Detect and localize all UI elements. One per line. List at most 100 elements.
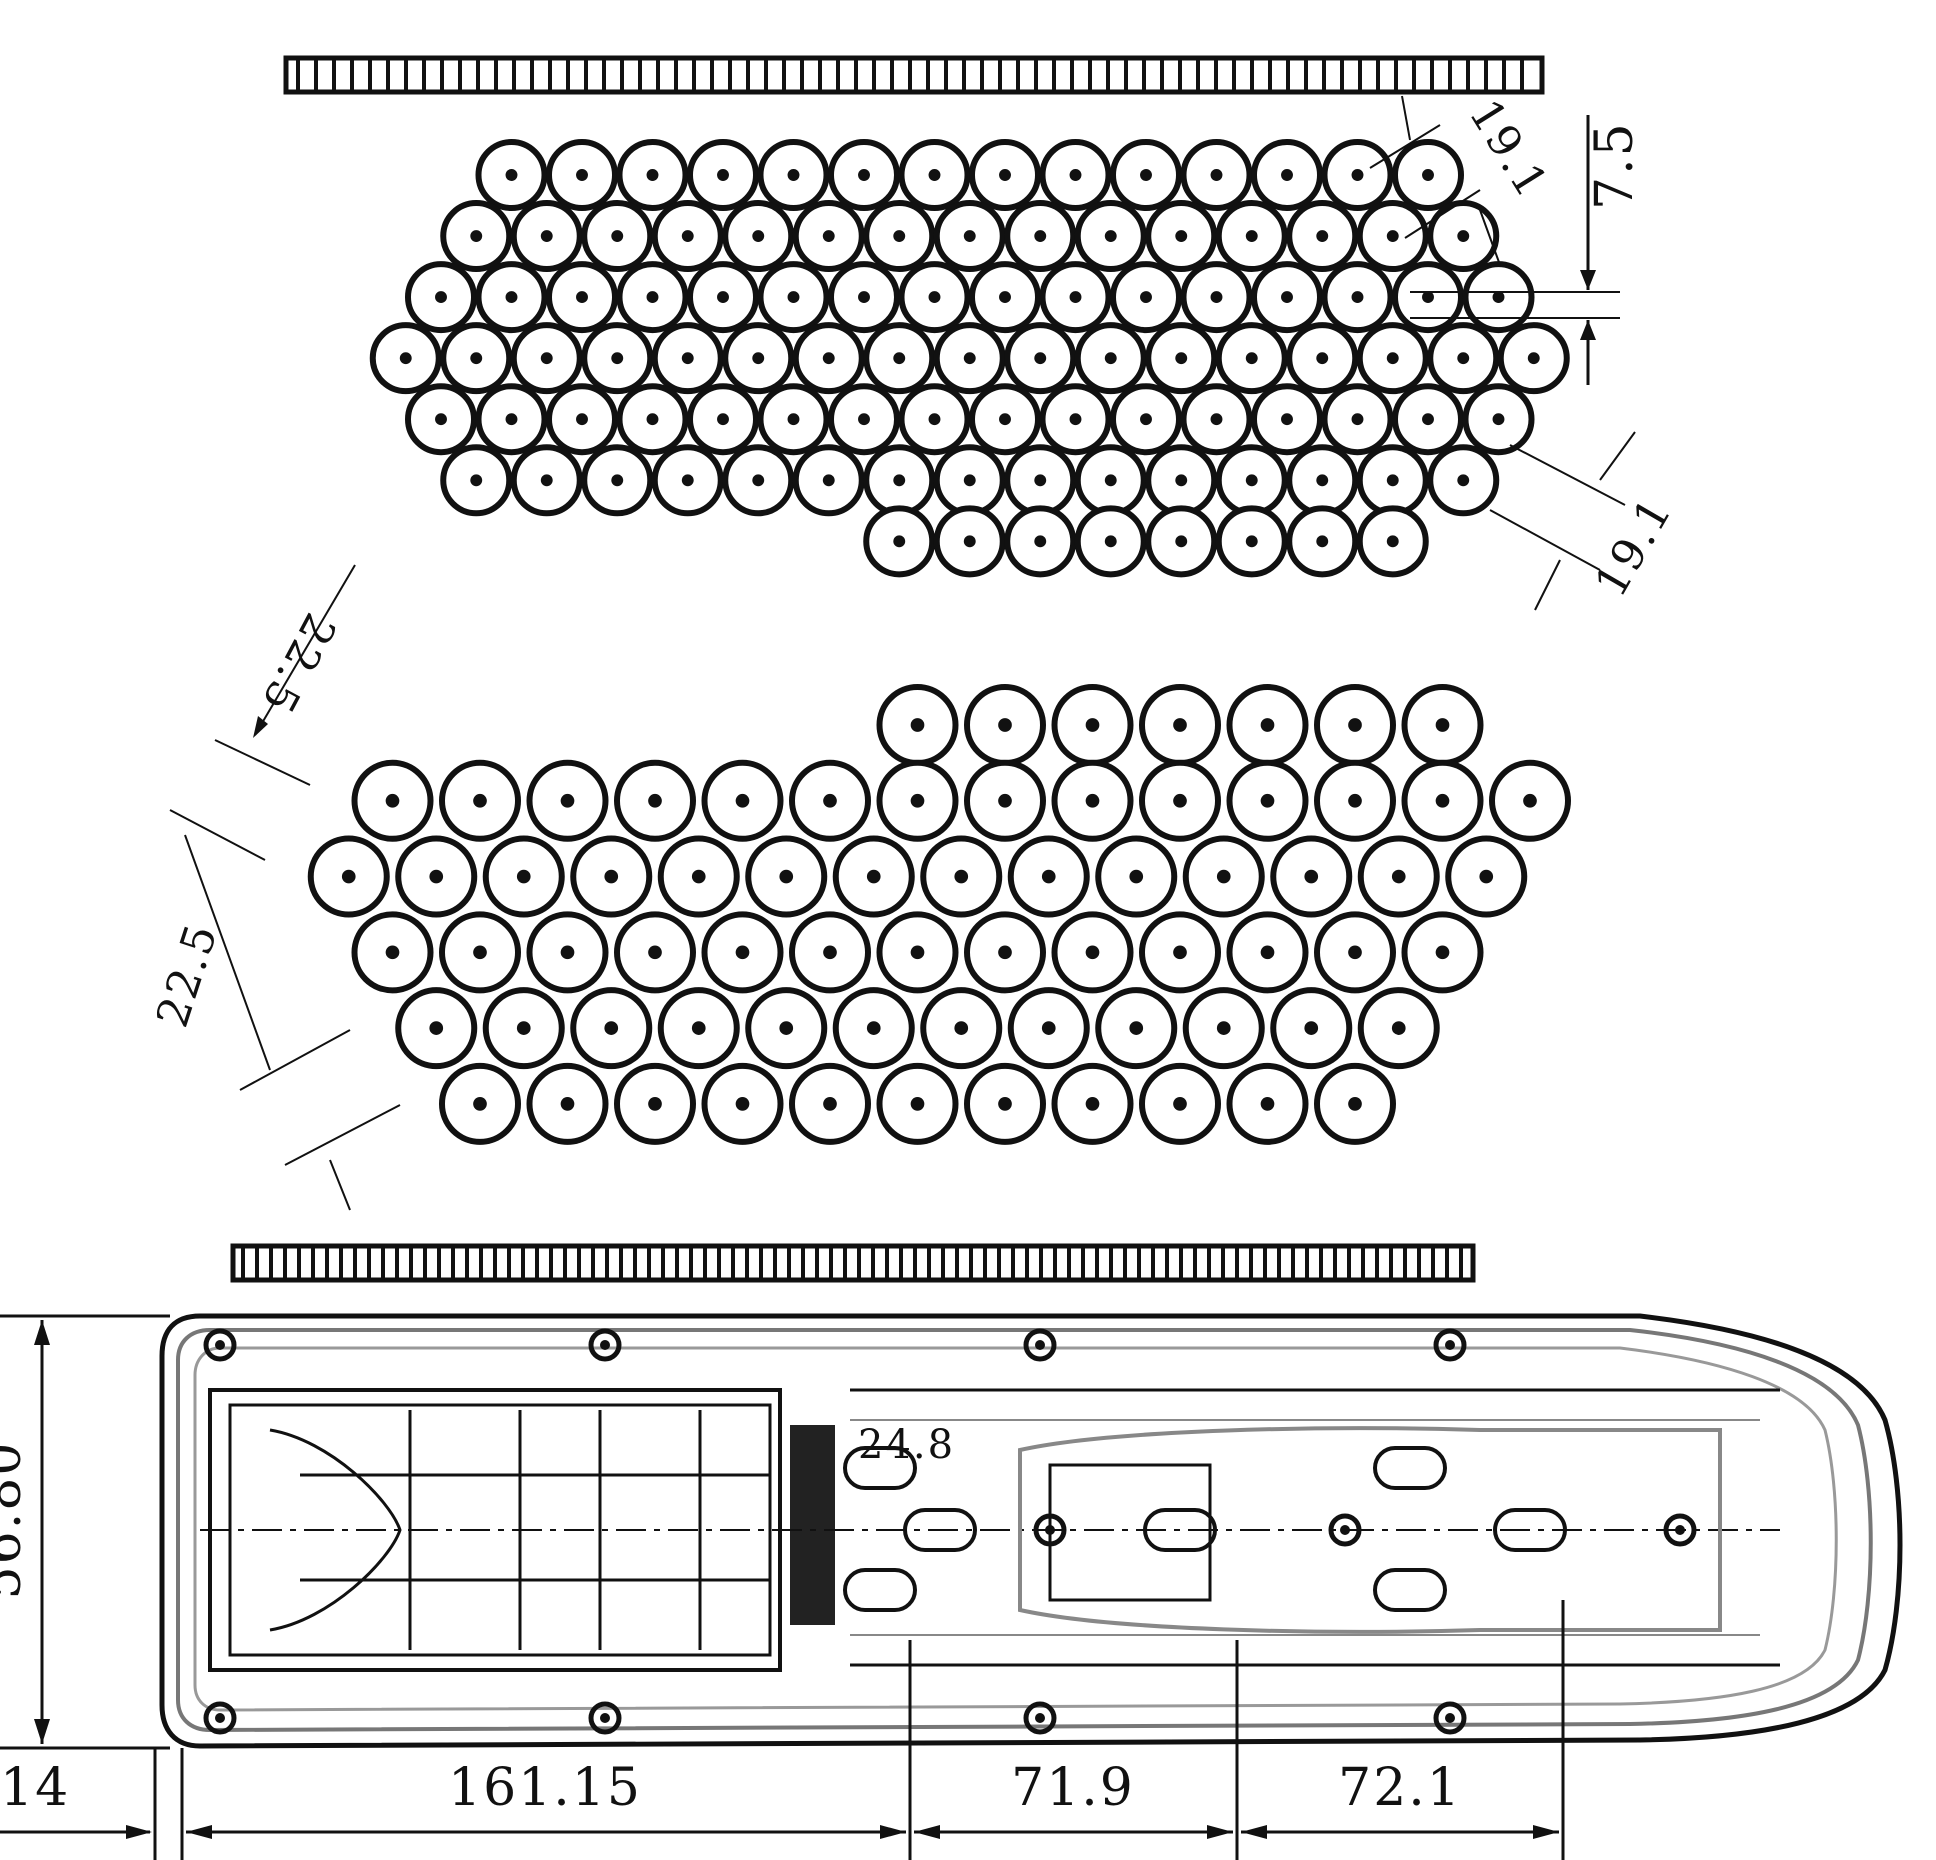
case-bolt [588,1328,622,1362]
bolt-center [1035,1713,1045,1723]
bottom-cell-pack [307,684,1571,1145]
dim-top-cell-b: 19.1 [1585,488,1682,605]
case-slot [843,1446,917,1490]
cell-hole [1386,352,1399,365]
cell-hole [1216,869,1231,884]
cell-hole [576,169,588,181]
cell-hole [717,413,729,426]
cell-hole [429,1021,444,1035]
cell-hole [1391,1021,1406,1035]
cell-hole [1386,230,1399,242]
cell-hole [717,169,729,181]
case-slot [903,1508,977,1552]
cell-hole [540,352,553,365]
cell-hole [1386,535,1399,548]
bolt-center [1675,1525,1685,1535]
cell-hole [1281,413,1293,426]
bolt-center [1045,1525,1055,1535]
cell-hole [516,1021,531,1035]
cell-hole [1104,474,1117,487]
cell-hole [823,793,837,808]
cell-hole [1316,535,1329,548]
cell-hole [1085,1097,1100,1111]
cell-hole [910,945,925,960]
cell-hole [341,869,356,884]
cell-hole [611,352,624,365]
cell-hole [505,169,518,181]
dim-height: 56.80 [0,1314,170,1750]
cell-hole [779,1021,794,1035]
cell-hole [1304,1021,1319,1035]
cell-hole [1216,1021,1231,1035]
cell-hole [779,869,794,884]
cell-hole [1173,1097,1187,1111]
cell-hole [999,291,1011,304]
cell-hole [822,352,835,365]
cell-hole [1104,352,1117,365]
cell-hole [473,1097,487,1111]
case-slot [1493,1508,1567,1552]
cell-hole [1041,1021,1056,1035]
cell-hole [1085,718,1100,732]
cell-hole [1260,793,1275,808]
cell-hole [1140,169,1152,181]
cell-hole [1034,474,1047,487]
cell-hole [1085,793,1100,808]
cell-hole [893,474,906,487]
cell-hole [866,869,881,884]
cell-hole [822,474,835,487]
cell-hole [681,474,694,487]
case-bolt [1328,1513,1362,1547]
cell-hole [1351,169,1364,181]
bolt-center [1445,1713,1455,1723]
cell-hole [735,793,750,808]
cell-hole [858,413,870,426]
cell-hole [999,169,1011,181]
cell-hole [823,945,837,960]
cell-hole [1316,352,1329,365]
cell-hole [787,169,800,181]
cell-hole [560,945,575,960]
cell-hole [752,352,765,365]
case-bolt [1433,1701,1467,1735]
bolt-center [215,1340,225,1350]
cell-hole [385,945,400,960]
case-bolt [1033,1513,1067,1547]
bolt-center [215,1713,225,1723]
cell-hole [470,230,483,242]
cell-hole [735,945,750,960]
cell-hole [648,1097,662,1111]
cell-hole [560,1097,575,1111]
dim-seg-2: 71.9 [1011,1758,1135,1818]
cell-hole [470,474,483,487]
cell-hole [1492,413,1505,426]
cell-hole [1351,291,1364,304]
cell-hole [1348,1097,1362,1111]
cell-hole [1210,169,1223,181]
cell-hole [540,474,553,487]
cell-hole [1069,169,1082,181]
cell-hole [893,352,906,365]
cell-hole [910,793,925,808]
cell-hole [576,291,588,304]
cell-hole [1457,230,1470,242]
bolt-center [1035,1340,1045,1350]
case-bolt [1023,1701,1057,1735]
top-holder-strip [283,55,1545,95]
cell-hole [963,352,976,365]
cell-hole [998,1097,1012,1111]
top-cell-pack [369,139,1570,578]
case-bolt [1663,1513,1697,1547]
cell-hole [1245,535,1258,548]
dim-seg-3: 72.1 [1338,1758,1462,1818]
cell-hole [1348,718,1362,732]
cell-hole [646,413,659,426]
cell-hole [1140,291,1152,304]
cell-hole [717,291,729,304]
cell-hole [1140,413,1152,426]
cell-hole [1175,474,1188,487]
case-slot [1373,1568,1447,1612]
cell-hole [1104,535,1117,548]
cell-hole [998,793,1012,808]
dim-top-gap: 7.5 [1585,121,1645,210]
